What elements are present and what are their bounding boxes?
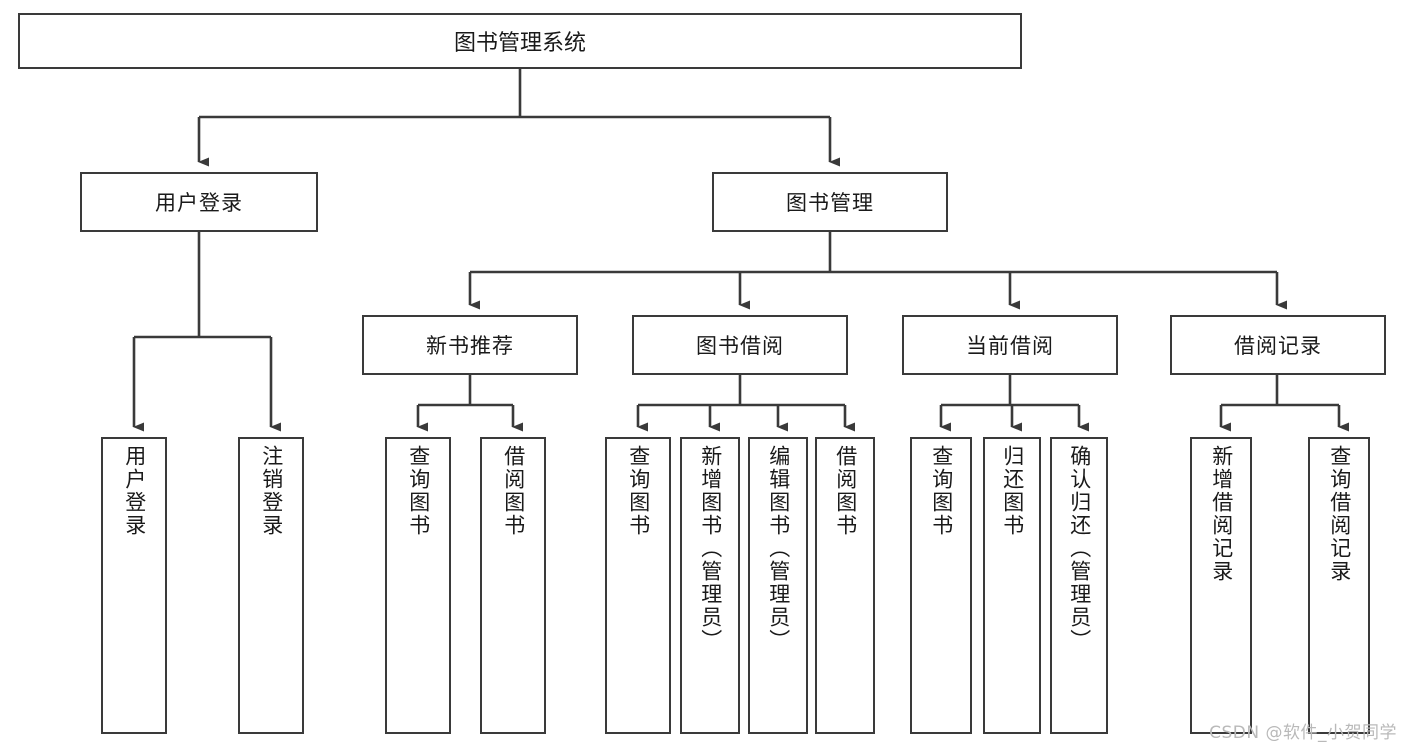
node-book-borrow-label: 图书借阅: [696, 334, 784, 358]
node-book-borrow[interactable]: 图书借阅: [632, 315, 848, 375]
node-leaf-query-book-cb[interactable]: 查询图书: [910, 437, 972, 734]
node-leaf-user-login[interactable]: 用户登录: [101, 437, 167, 734]
node-leaf-user-logout-label: 注销登录: [259, 445, 284, 537]
node-leaf-query-book-cb-label: 查询图书: [929, 445, 954, 537]
node-leaf-query-book-br-label: 查询图书: [626, 445, 651, 537]
node-leaf-return-book[interactable]: 归还图书: [983, 437, 1041, 734]
node-leaf-borrow-book-rec[interactable]: 借阅图书: [480, 437, 546, 734]
node-leaf-borrow-book[interactable]: 借阅图书: [815, 437, 875, 734]
node-leaf-add-book-label: 新增图书（管理员）: [698, 445, 723, 652]
node-leaf-query-record-label: 查询借阅记录: [1327, 445, 1352, 583]
node-leaf-add-record-label: 新增借阅记录: [1209, 445, 1234, 583]
node-root[interactable]: 图书管理系统: [18, 13, 1022, 69]
node-leaf-add-book[interactable]: 新增图书（管理员）: [680, 437, 740, 734]
node-current-borrow[interactable]: 当前借阅: [902, 315, 1118, 375]
node-leaf-confirm-return-label: 确认归还（管理员）: [1067, 445, 1092, 652]
node-leaf-add-record[interactable]: 新增借阅记录: [1190, 437, 1252, 734]
node-current-borrow-label: 当前借阅: [966, 334, 1054, 358]
node-book-manage-label: 图书管理: [786, 191, 874, 215]
node-leaf-confirm-return[interactable]: 确认归还（管理员）: [1050, 437, 1108, 734]
node-leaf-edit-book-label: 编辑图书（管理员）: [766, 445, 791, 652]
node-leaf-borrow-book-rec-label: 借阅图书: [501, 445, 526, 537]
node-leaf-query-book-rec[interactable]: 查询图书: [385, 437, 451, 734]
node-root-label: 图书管理系统: [453, 31, 586, 56]
node-leaf-query-book-br[interactable]: 查询图书: [605, 437, 671, 734]
node-leaf-query-book-rec-label: 查询图书: [406, 445, 431, 537]
node-leaf-user-login-label: 用户登录: [122, 445, 147, 537]
node-leaf-edit-book[interactable]: 编辑图书（管理员）: [748, 437, 808, 734]
node-new-book-rec[interactable]: 新书推荐: [362, 315, 578, 375]
node-borrow-record[interactable]: 借阅记录: [1170, 315, 1386, 375]
node-leaf-borrow-book-label: 借阅图书: [833, 445, 858, 537]
node-leaf-return-book-label: 归还图书: [1000, 445, 1025, 537]
node-book-manage[interactable]: 图书管理: [712, 172, 948, 232]
node-user-login-label: 用户登录: [155, 191, 243, 215]
node-leaf-query-record[interactable]: 查询借阅记录: [1308, 437, 1370, 734]
csdn-watermark: CSDN @软件_小贺同学: [1209, 723, 1397, 743]
node-leaf-user-logout[interactable]: 注销登录: [238, 437, 304, 734]
node-new-book-rec-label: 新书推荐: [426, 334, 514, 358]
node-user-login[interactable]: 用户登录: [80, 172, 318, 232]
node-borrow-record-label: 借阅记录: [1234, 334, 1322, 358]
